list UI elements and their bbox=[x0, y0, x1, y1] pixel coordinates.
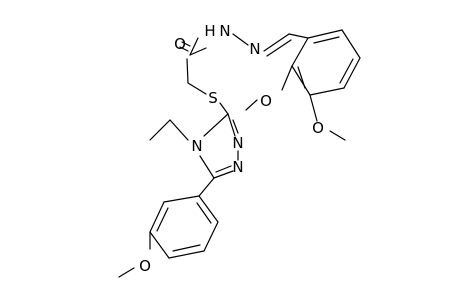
bond-ar1 bbox=[307, 29, 343, 39]
bond-ar-inner-3 bbox=[297, 66, 306, 89]
atom-nh-hydrogen: H bbox=[204, 22, 215, 40]
bond-n4-ch2 bbox=[169, 119, 189, 141]
bond-carbonyl-double-b bbox=[179, 46, 189, 52]
bond-o3-me bbox=[329, 130, 346, 141]
atom-o-aryl-3: O bbox=[312, 119, 324, 137]
bond-o2-me bbox=[245, 99, 258, 111]
bond-ar-o3 bbox=[309, 94, 318, 122]
bond-carbonyl-ch2 bbox=[186, 58, 189, 84]
bond-tz-aryl bbox=[198, 177, 215, 197]
bond-tz-inner-2 bbox=[215, 165, 232, 173]
bond-ar-inner-2 bbox=[339, 58, 354, 84]
bond-n-n bbox=[232, 33, 249, 46]
bond-tz-n4-c3 bbox=[199, 155, 215, 179]
bond-ar-inner-1 bbox=[313, 36, 340, 44]
bond-ch-aryl bbox=[288, 33, 309, 39]
bond-pa-inner-3 bbox=[196, 202, 212, 224]
atom-o-para: O bbox=[139, 257, 151, 275]
bond-ar6 bbox=[291, 37, 309, 67]
bond-ar-o2 bbox=[281, 65, 293, 91]
atom-s: S bbox=[208, 89, 218, 107]
bond-ch2-s bbox=[187, 82, 207, 95]
bond-tz-c3-n2 bbox=[213, 170, 234, 179]
atom-n-hydrazide: N bbox=[219, 22, 230, 40]
bond-tz-inner-1 bbox=[232, 119, 239, 134]
atom-o-carbonyl: O bbox=[174, 35, 186, 53]
bond-carbonyl-double-a bbox=[181, 41, 191, 47]
bond-o-me-para bbox=[118, 267, 135, 278]
bond-pa3 bbox=[149, 231, 170, 259]
bond-ar4 bbox=[309, 87, 345, 96]
bond-imine-double-a bbox=[263, 33, 290, 52]
bond-pa-inner-2 bbox=[172, 244, 201, 252]
bond-ar3 bbox=[343, 57, 361, 89]
bond-pa-inner-1 bbox=[156, 207, 169, 232]
bond-tz-n1-c5 bbox=[227, 113, 236, 137]
bond-ch2-ch3 bbox=[149, 119, 171, 141]
bond-pa4 bbox=[168, 250, 205, 259]
bonds bbox=[118, 29, 361, 278]
bond-pa1 bbox=[163, 195, 200, 203]
atom-n4: N bbox=[191, 137, 202, 155]
bond-s-triazole bbox=[219, 102, 229, 115]
bond-ar2 bbox=[341, 29, 361, 59]
atom-o-aryl-2: O bbox=[260, 92, 272, 110]
bond-pa6 bbox=[198, 195, 219, 223]
atom-n-ring-bottom: N bbox=[232, 158, 243, 176]
bond-carbonyl-n bbox=[189, 37, 199, 56]
bond-ar5 bbox=[291, 65, 311, 96]
atom-n-ring-top: N bbox=[232, 134, 243, 152]
bond-imine-double-b bbox=[266, 39, 292, 57]
atom-n-imine: N bbox=[249, 40, 260, 58]
bond-carbonyl-c-o bbox=[189, 47, 207, 56]
bond-tz-c5-n4 bbox=[203, 113, 229, 137]
bond-pa2 bbox=[149, 201, 165, 233]
atom-labels: O H N N S N N N O O O bbox=[139, 22, 324, 275]
bond-pa5 bbox=[203, 221, 219, 252]
